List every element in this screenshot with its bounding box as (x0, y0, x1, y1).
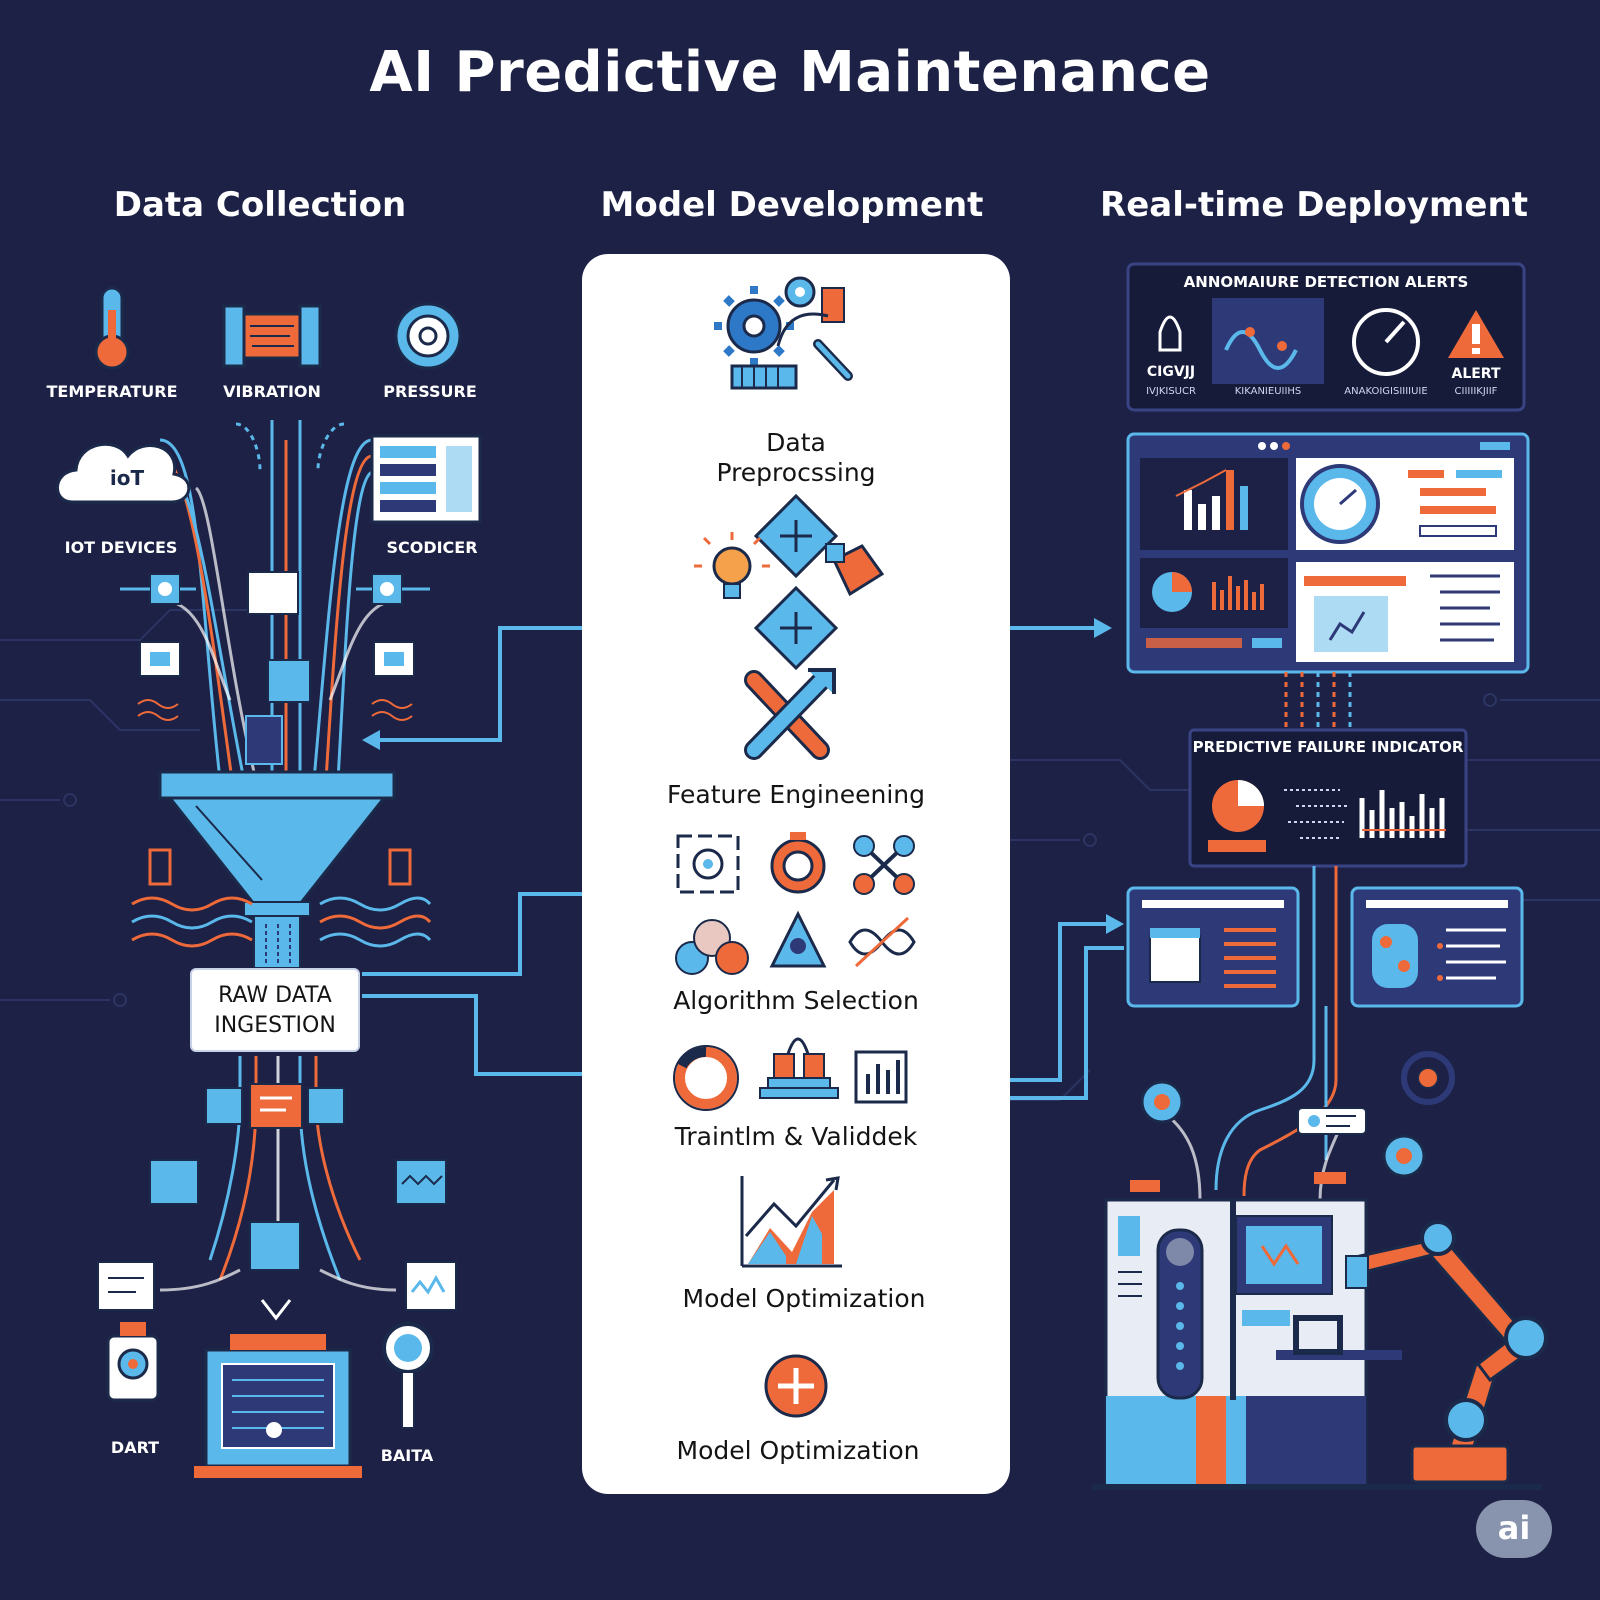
wave-signals (131, 848, 432, 948)
processing-nodes (97, 1083, 457, 1321)
left-to-center-arrows (362, 626, 662, 1076)
column-heading-model-development: Model Development (600, 185, 984, 225)
raw-data-line-1: RAW DATA (218, 983, 332, 1008)
alert-card-2-sub: KIKANIEUIIHS (1234, 386, 1302, 397)
baita-label: BAITA (380, 1446, 434, 1465)
lightbulb-icon (694, 532, 770, 599)
arrow-heads-right (1094, 618, 1124, 934)
sensor-label-pressure: PRESSURE (383, 382, 477, 401)
scan-target-icon (676, 834, 740, 894)
dashboard-link-lines (1284, 672, 1352, 730)
mini-dashboard-left (1126, 886, 1300, 1008)
iot-cloud-icon (56, 442, 191, 504)
training-tower-icon (759, 1037, 839, 1099)
alert-card-1-sub: IVJKISUCR (1146, 386, 1196, 397)
plus-circle-icon (764, 1354, 828, 1418)
anomaly-alerts-panel (1126, 262, 1526, 412)
monitoring-dashboard (1126, 432, 1530, 674)
stage-model-optimization-1: Model Optimization (682, 1284, 926, 1313)
iot-cloud-label: ioT (109, 466, 145, 490)
sensor-nodes (120, 571, 430, 765)
bar-chart-doc-icon (854, 1050, 908, 1104)
raw-data-line-2: INGESTION (214, 1013, 336, 1038)
industrial-machine-icon (1092, 1198, 1542, 1490)
mini-dashboard-right (1350, 886, 1524, 1008)
stage-model-optimization-2: Model Optimization (676, 1436, 920, 1465)
growth-chart-icon (740, 1176, 842, 1268)
central-machine-icon (194, 1334, 362, 1478)
alert-card-1-label: CIGVJJ (1146, 364, 1196, 380)
ai-badge: ai (1476, 1500, 1552, 1558)
predictive-failure-title: PREDICTIVE FAILURE INDICATOR (1192, 738, 1464, 756)
stage-training-validation: Traintlm & Validdek (674, 1122, 918, 1151)
stage-feature-engineering: Feature Engineening (667, 780, 925, 809)
server-label: SCODICER (386, 538, 478, 557)
gears-wrench-icon (714, 276, 853, 390)
page-title: AI Predictive Maintenance (369, 40, 1211, 105)
dart-device-icon (106, 1322, 160, 1402)
column-heading-data-collection: Data Collection (113, 185, 407, 225)
clustered-dots-icon (675, 919, 749, 975)
stage-data-preprocessing-line-1: Data (766, 428, 826, 457)
server-icon (370, 434, 482, 524)
robot-arm-icon (1345, 1220, 1548, 1484)
donut-chart-icon (673, 1045, 739, 1111)
brush-icon (825, 543, 885, 597)
infinity-icon (848, 916, 916, 968)
ring-target-icon (770, 832, 826, 894)
alert-card-3-sub: ANAKOIGISIIIIUIE (1344, 386, 1428, 397)
alert-card-4-sub: CIIIIIKJIIF (1454, 386, 1498, 397)
network-nodes-icon (853, 835, 915, 895)
stage-data-preprocessing-line-2: Preprocssing (716, 458, 876, 487)
alerts-panel-title: ANNOMAIURE DETECTION ALERTS (1183, 273, 1469, 291)
sensor-label-temperature: TEMPERATURE (46, 382, 178, 401)
feature-diamonds-icon (753, 493, 839, 671)
triangle-network-icon (769, 910, 827, 968)
funnel-icon (158, 770, 396, 969)
predictive-failure-panel (1188, 728, 1468, 868)
crossed-tools-icon (744, 668, 836, 760)
magnifier-icon (382, 1322, 434, 1429)
floating-nodes (1130, 1051, 1455, 1192)
vibration-icon (222, 304, 322, 368)
sensor-label-vibration: VIBRATION (223, 382, 321, 401)
alert-card-4-label: ALERT (1451, 366, 1501, 382)
iot-devices-label: IOT DEVICES (64, 538, 178, 557)
model-development-icons (673, 276, 916, 1418)
dart-label: DART (110, 1438, 160, 1457)
raw-data-ingestion-box: RAW DATA INGESTION (190, 968, 360, 1052)
pressure-gauge-icon (394, 302, 462, 370)
thermometer-icon (94, 286, 130, 370)
stage-data-preprocessing: Data Preprocssing (596, 428, 996, 488)
stage-algorithm-selection: Algorithm Selection (673, 986, 919, 1015)
column-heading-deployment: Real-time Deployment (1100, 185, 1528, 225)
